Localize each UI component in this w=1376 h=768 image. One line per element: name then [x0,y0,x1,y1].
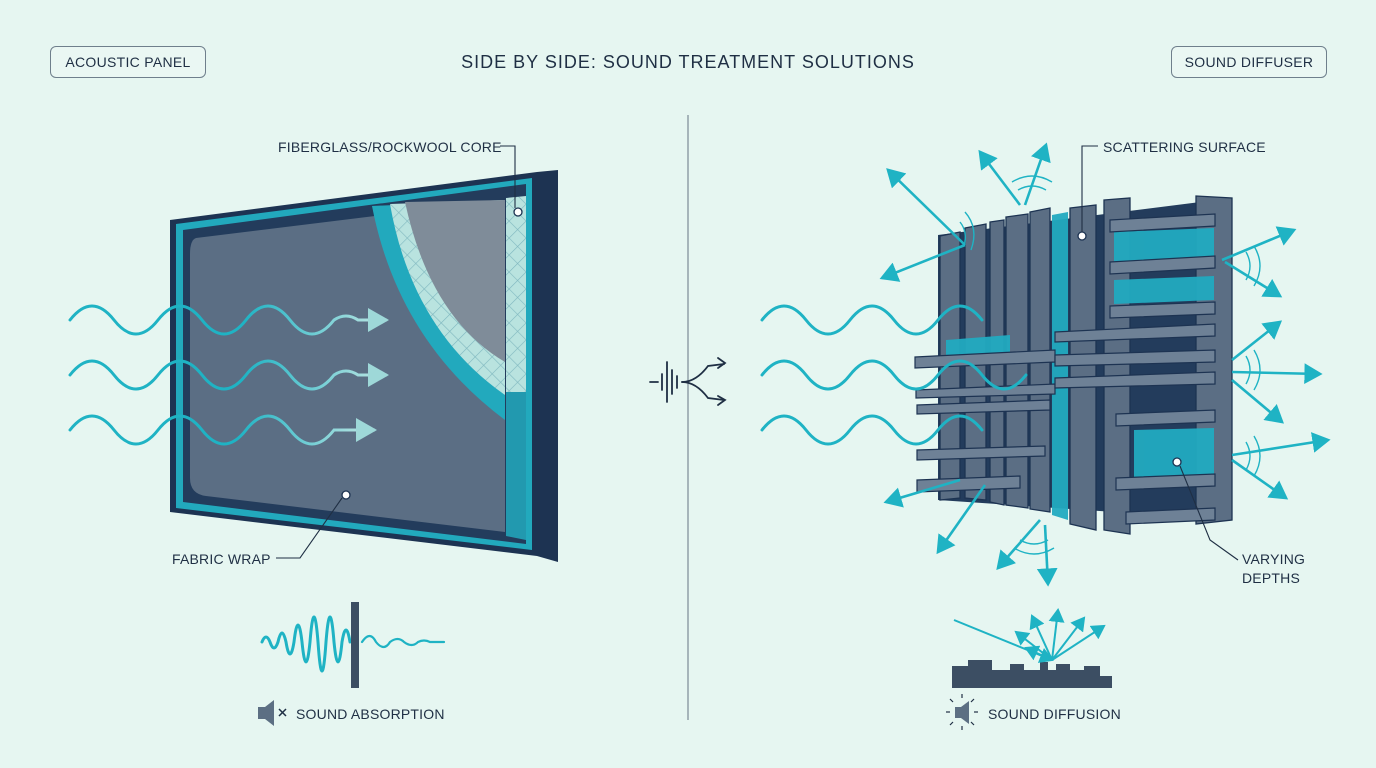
depths-label: DEPTHS [1242,570,1300,586]
sound-arcs [959,175,1261,555]
core-label: FIBERGLASS/ROCKWOOL CORE [278,139,502,155]
acoustic-panel-tag: ACOUSTIC PANEL [50,46,206,78]
acoustic-panel-illustration [170,170,558,562]
speaker-scatter-icon [946,694,978,730]
speaker-mute-icon [258,700,287,726]
page-title: SIDE BY SIDE: SOUND TREATMENT SOLUTIONS [461,52,915,72]
diffusion-caption: SOUND DIFFUSION [988,706,1121,722]
scatter-arrows [879,142,1331,587]
incoming-waves-right [760,304,1028,446]
sound-diffuser-illustration [914,195,1233,535]
absorption-waveform-icon [260,615,446,673]
absorption-caption: SOUND ABSORPTION [296,706,445,722]
absorb-vs-scatter-icon [649,357,727,406]
diffusion-profile-icon [952,608,1112,688]
varying-label: VARYING [1242,551,1306,567]
sound-diffuser-tag: SOUND DIFFUSER [1171,46,1327,78]
fabric-wrap-label: FABRIC WRAP [172,551,271,567]
incoming-waves-left [68,304,389,446]
scattering-surface-label: SCATTERING SURFACE [1103,139,1266,155]
